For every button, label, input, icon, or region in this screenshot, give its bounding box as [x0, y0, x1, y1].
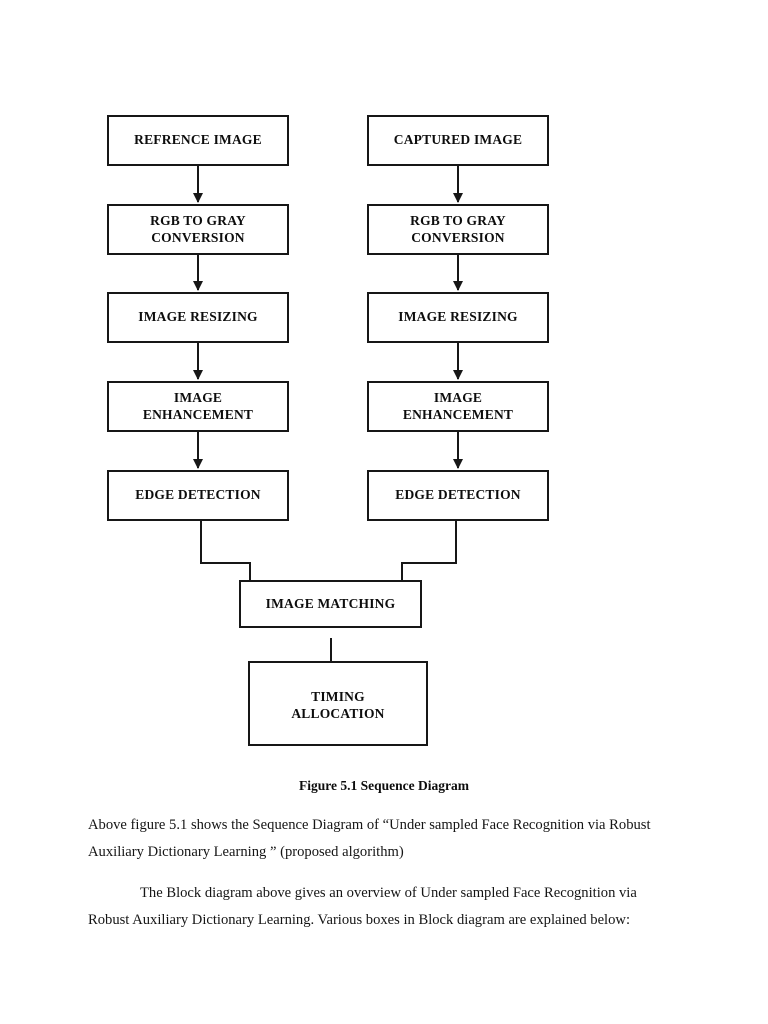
node-image-enhancement-left[interactable]: IMAGE ENHANCEMENT [107, 381, 289, 432]
node-reference-image[interactable]: REFRENCE IMAGE [107, 115, 289, 166]
paragraph-2-line-1: The Block diagram above gives an overvie… [140, 885, 637, 901]
node-image-matching[interactable]: IMAGE MATCHING [239, 580, 422, 628]
node-image-resizing-left[interactable]: IMAGE RESIZING [107, 292, 289, 343]
node-image-resizing-right[interactable]: IMAGE RESIZING [367, 292, 549, 343]
node-edge-detection-right[interactable]: EDGE DETECTION [367, 470, 549, 521]
paragraph-1-line-1: Above figure 5.1 shows the Sequence Diag… [88, 817, 651, 833]
node-image-enhancement-right[interactable]: IMAGE ENHANCEMENT [367, 381, 549, 432]
node-edge-detection-left[interactable]: EDGE DETECTION [107, 470, 289, 521]
body-paragraph-1: Above figure 5.1 shows the Sequence Diag… [88, 812, 688, 866]
paragraph-2-line-2: Robust Auxiliary Dictionary Learning. Va… [88, 912, 631, 928]
node-rgb-to-gray-conversion-right[interactable]: RGB TO GRAY CONVERSION [367, 204, 549, 255]
paragraph-1-line-2: Auxiliary Dictionary Learning ” (propose… [88, 844, 404, 860]
body-paragraph-2: The Block diagram above gives an overvie… [88, 880, 688, 934]
sequence-diagram: REFRENCE IMAGE CAPTURED IMAGE RGB TO GRA… [107, 115, 549, 746]
node-timing-allocation[interactable]: TIMING ALLOCATION [248, 661, 428, 746]
node-captured-image[interactable]: CAPTURED IMAGE [367, 115, 549, 166]
figure-caption: Figure 5.1 Sequence Diagram [299, 778, 469, 793]
node-rgb-to-gray-conversion-left[interactable]: RGB TO GRAY CONVERSION [107, 204, 289, 255]
